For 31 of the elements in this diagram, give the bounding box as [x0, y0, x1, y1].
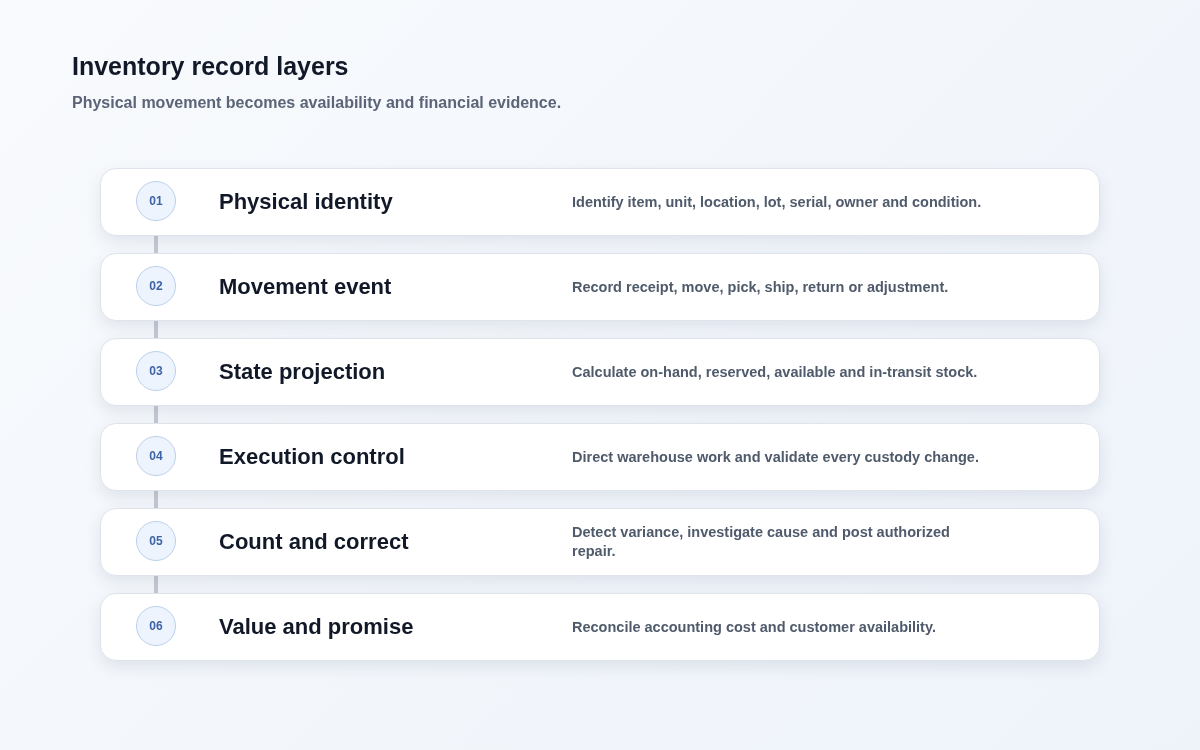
title: Inventory record layers — [72, 52, 349, 81]
layer-card — [100, 423, 1100, 491]
layer-card — [100, 253, 1100, 321]
layer-description: Calculate on-hand, reserved, available and in-transit stock. — [572, 362, 979, 382]
connector-line — [154, 406, 158, 423]
connector-line — [154, 236, 158, 253]
connector-line — [154, 321, 158, 338]
step-number: 05 — [136, 521, 176, 561]
layer-heading: Count and correct — [219, 529, 409, 555]
layer-description: Detect variance, investigate cause and post authorized repair. — [572, 523, 951, 561]
layer-card — [100, 508, 1100, 576]
layer-heading: State projection — [219, 359, 386, 385]
layer-description: Direct warehouse work and validate every custody change. — [572, 447, 980, 467]
step-number: 01 — [136, 181, 176, 221]
layer-card — [100, 593, 1100, 661]
connector-line — [154, 491, 158, 508]
layer-heading: Movement event — [219, 274, 392, 300]
layer-heading: Execution control — [219, 444, 405, 470]
layer-card — [100, 168, 1100, 236]
layer-description: Reconcile accounting cost and customer availability. — [572, 617, 937, 637]
layer-card — [100, 338, 1100, 406]
layer-heading: Value and promise — [219, 614, 414, 640]
step-number: 06 — [136, 606, 176, 646]
step-number: 02 — [136, 266, 176, 306]
layer-description: Identify item, unit, location, lot, serial, owner and condition. — [572, 192, 983, 212]
layer-heading: Physical identity — [219, 189, 393, 215]
connector-line — [154, 576, 158, 593]
step-number: 04 — [136, 436, 176, 476]
layer-description: Record receipt, move, pick, ship, return or adjustment. — [572, 277, 950, 297]
subtitle: Physical movement becomes availability and financial evidence. — [72, 94, 562, 112]
step-number: 03 — [136, 351, 176, 391]
